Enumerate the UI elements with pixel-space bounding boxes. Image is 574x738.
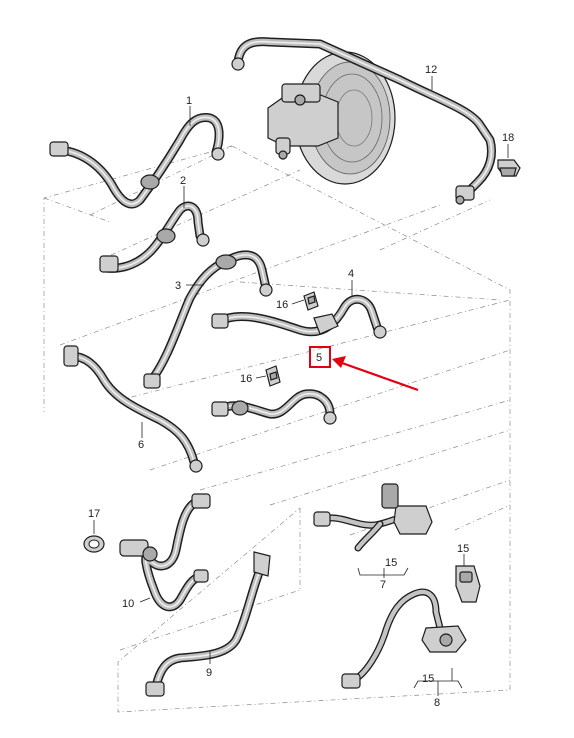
callout-16-lower[interactable]: 16	[240, 373, 252, 385]
callout-5[interactable]: 5	[316, 352, 322, 364]
hose-9	[145, 551, 271, 697]
hose-4	[211, 294, 387, 339]
callout-7[interactable]: 7	[380, 579, 386, 591]
leader-lines	[93, 76, 509, 696]
hose-12	[231, 37, 496, 205]
callout-3[interactable]: 3	[175, 280, 181, 292]
hose-10	[119, 493, 211, 612]
callout-12[interactable]: 12	[425, 64, 437, 76]
assembly-8	[341, 588, 467, 689]
clip-18	[497, 159, 521, 177]
valve-16b	[265, 365, 281, 387]
callout-8[interactable]: 8	[434, 697, 440, 709]
highlight-arrow-head	[332, 356, 346, 368]
callout-labels: 1 2 3 4 5 6 7 8 9 10 12 15 15 15 16 16 1…	[88, 64, 514, 709]
valve-16a	[303, 291, 319, 311]
callout-18[interactable]: 18	[502, 132, 514, 144]
hose-16b	[211, 389, 337, 425]
highlight-arrow-shaft	[341, 361, 419, 392]
highlight-part-5	[309, 346, 419, 392]
hose-6	[63, 345, 203, 473]
callout-2[interactable]: 2	[180, 175, 186, 187]
callout-17[interactable]: 17	[88, 508, 100, 520]
highlight-box	[309, 346, 331, 368]
sensor-15	[455, 565, 481, 603]
brake-booster	[267, 51, 396, 185]
callout-6[interactable]: 6	[138, 439, 144, 451]
assembly-7	[313, 483, 433, 552]
callout-15-assembly-8[interactable]: 15	[422, 673, 434, 685]
hose-1	[49, 112, 225, 209]
clamp-17	[83, 535, 105, 553]
callout-4[interactable]: 4	[348, 268, 354, 280]
callout-16-upper[interactable]: 16	[276, 299, 288, 311]
hose-3	[143, 250, 273, 389]
callout-1[interactable]: 1	[186, 95, 192, 107]
callout-15-assembly-7[interactable]: 15	[385, 557, 397, 569]
callout-9[interactable]: 9	[206, 667, 212, 679]
callout-10[interactable]: 10	[122, 598, 134, 610]
hose-2	[99, 201, 210, 273]
callout-15-part[interactable]: 15	[457, 543, 469, 555]
dash-frame	[43, 145, 511, 713]
